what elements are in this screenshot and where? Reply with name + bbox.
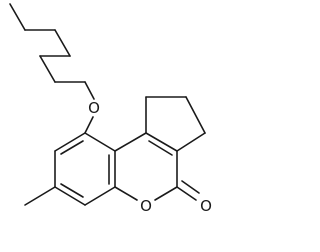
carbonyl-oxygen-label: O (200, 197, 212, 215)
bond-ar3-ar4 (54, 186, 86, 206)
bond-carbonyl-1 (176, 186, 197, 201)
double-bond-inner-1 (60, 140, 84, 155)
bond-c-c-fusion (114, 132, 147, 152)
bond-c7-o-ether (84, 81, 95, 100)
bond-c3-c4 (54, 29, 71, 57)
cyclopentane-ring (145, 96, 206, 152)
atom-ring-oxygen: O (140, 197, 152, 215)
double-bond-alkene (148, 140, 173, 156)
bond-c-c-alkene (145, 132, 178, 152)
bond-ar6-ar1 (84, 132, 116, 152)
ring-oxygen-label: O (140, 197, 152, 215)
bond-carbonyl-2 (181, 180, 200, 194)
pyranone-ring (114, 132, 178, 201)
chemical-structure-diagram: O O O (9, 3, 212, 215)
bond-carbonyl-o-ring (154, 186, 178, 201)
bond-cp3 (185, 96, 206, 134)
bond-c5-c6 (39, 55, 56, 83)
double-bond-inner-2 (60, 183, 84, 198)
atom-carbonyl-oxygen: O (200, 197, 212, 215)
butyl-chain (9, 3, 95, 100)
bond-o-ring-ar (114, 186, 138, 201)
atom-ether-oxygen: O (88, 99, 100, 117)
bond-c1-c2 (9, 3, 26, 31)
ether-oxygen-label: O (88, 99, 100, 117)
bond-cp4 (176, 132, 206, 152)
bond-o-ether-ring (84, 116, 94, 134)
bond-ar4-ar5 (84, 186, 116, 206)
bond-methyl (24, 186, 56, 206)
benzene-ring (54, 132, 116, 206)
bond-ar1-ar2 (54, 132, 86, 152)
